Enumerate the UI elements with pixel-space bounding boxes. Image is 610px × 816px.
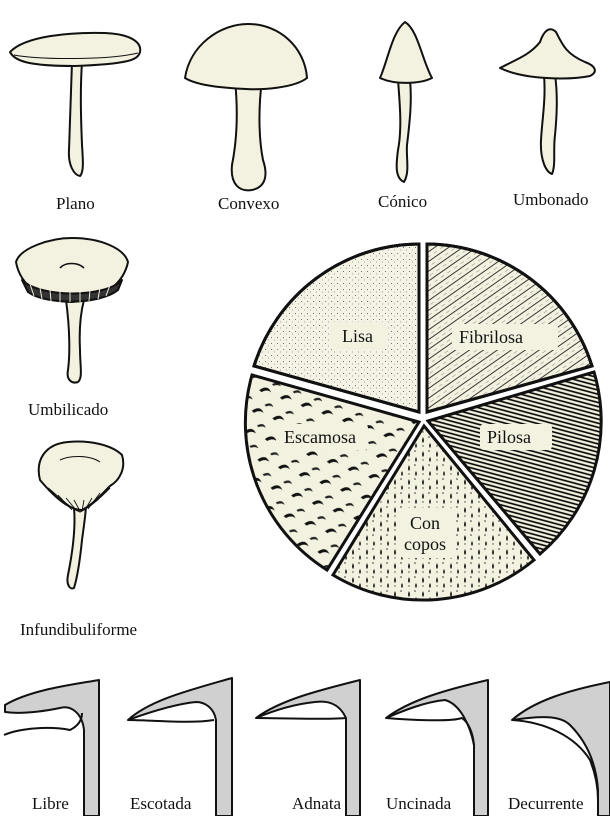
mushroom-convexo-drawing <box>185 24 307 190</box>
mushroom-umbilicado-drawing <box>16 238 128 383</box>
label-conico: Cónico <box>378 192 427 212</box>
label-uncinada: Uncinada <box>386 794 451 814</box>
mushroom-umbonado-drawing <box>500 29 595 174</box>
label-escotada: Escotada <box>130 794 191 814</box>
label-decurrente: Decurrente <box>508 794 584 814</box>
label-escamosa: Escamosa <box>284 427 356 447</box>
label-fibrilosa: Fibrilosa <box>459 327 523 347</box>
label-con-copos-line2: copos <box>404 534 446 554</box>
label-umbilicado: Umbilicado <box>28 400 108 420</box>
mushroom-infundibuliforme-drawing <box>39 442 124 589</box>
label-infundibuliforme: Infundibuliforme <box>20 620 137 640</box>
mushroom-plano-drawing <box>10 33 140 176</box>
label-libre: Libre <box>32 794 69 814</box>
label-umbonado: Umbonado <box>513 190 589 210</box>
label-pilosa: Pilosa <box>487 427 531 447</box>
label-con-copos-line1: Con <box>410 513 440 533</box>
mushroom-conico-drawing <box>380 22 432 182</box>
label-adnata: Adnata <box>292 794 341 814</box>
label-convexo: Convexo <box>218 194 279 214</box>
label-plano: Plano <box>56 194 95 214</box>
label-lisa: Lisa <box>342 326 373 346</box>
